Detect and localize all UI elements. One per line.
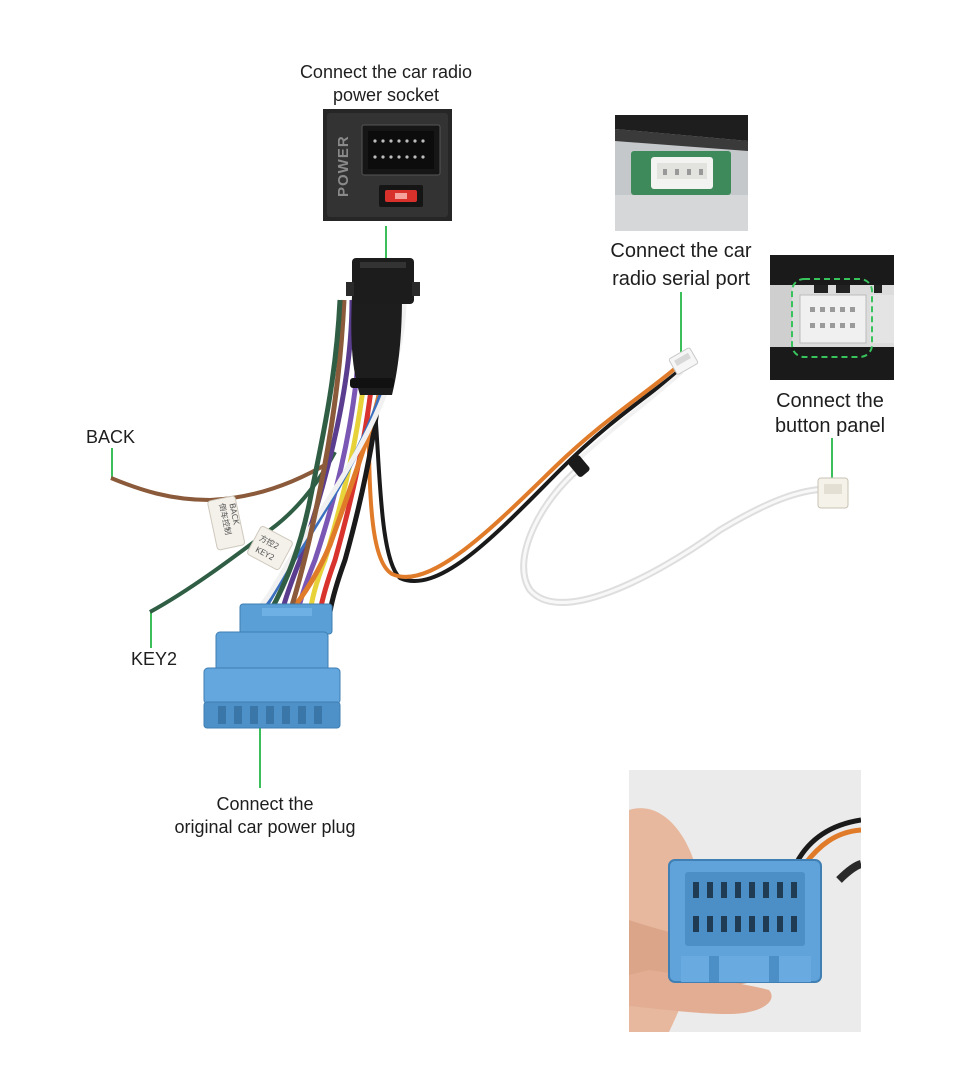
serial-wire-white: [576, 370, 684, 462]
leader-serial-port: [680, 292, 682, 354]
photo-serial-port: [615, 115, 748, 231]
serial-wire-orange: [366, 364, 680, 579]
blue-plug-closeup-drawing: [629, 770, 861, 1032]
leader-power-socket: [385, 226, 387, 258]
serial-port-connector: [668, 347, 699, 375]
label-button-panel: Connect the button panel: [760, 389, 900, 439]
cable-tie-main: [350, 378, 394, 388]
label-button-panel-line1: Connect the: [776, 390, 884, 412]
label-power-plug-line2: original car power plug: [174, 817, 356, 837]
panel-wire-white: [520, 463, 827, 606]
label-power-socket-line1: Connect the car radio: [299, 62, 473, 82]
label-back: BACK: [86, 427, 136, 447]
black-power-connector: [346, 258, 420, 304]
tag-key2: 方控2 KEY2: [247, 525, 293, 571]
button-panel-connector: [817, 477, 849, 509]
label-button-panel-line2: button panel: [774, 415, 886, 437]
back-wire: [110, 460, 332, 503]
blue-power-plug: [203, 603, 341, 729]
photo-button-panel: [770, 255, 894, 380]
serial-port-drawing: [615, 115, 748, 231]
photo-blue-plug-closeup: [629, 770, 861, 1032]
button-panel-drawing: [770, 255, 894, 380]
leader-button-panel: [831, 438, 833, 482]
label-power-socket: Connect the car radio power socket: [270, 61, 502, 107]
serial-wire-black: [373, 368, 682, 583]
leader-back: [111, 448, 113, 478]
leader-power-plug: [259, 706, 261, 788]
label-serial-port-line1: Connect the car: [610, 240, 752, 262]
cable-tie-serial: [568, 455, 590, 477]
photo-power-socket: POWER: [323, 109, 452, 221]
tag-back: 倒车控制 BACK: [207, 495, 246, 551]
power-socket-drawing: POWER: [323, 109, 452, 221]
label-power-plug: Connect the original car power plug: [160, 793, 370, 839]
label-power-plug-line1: Connect the: [216, 794, 314, 814]
label-serial-port: Connect the car radio serial port: [596, 237, 766, 293]
leader-key2: [150, 612, 152, 648]
power-inset-text: POWER: [335, 135, 352, 197]
label-power-socket-line2: power socket: [332, 85, 440, 105]
label-key2: KEY2: [131, 649, 178, 669]
label-serial-port-line2: radio serial port: [612, 268, 750, 290]
